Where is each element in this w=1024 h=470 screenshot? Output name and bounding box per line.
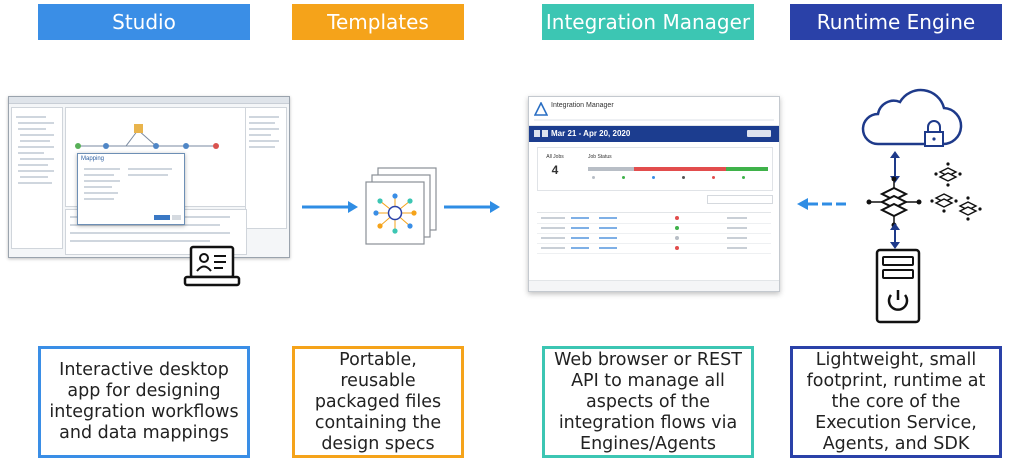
- studio-header: Studio: [38, 4, 250, 40]
- network-nodes-icon: [866, 162, 982, 228]
- integration-manager-description: Web browser or REST API to manage all as…: [542, 346, 754, 458]
- im-job-summary-card: All Jobs 4 Job Status: [537, 147, 773, 191]
- integration-manager-header: Integration Manager: [542, 4, 754, 40]
- integration-manager-screenshot: Integration Manager Mar 21 - Apr 20, 202…: [528, 96, 780, 292]
- runtime-engine-header: Runtime Engine: [790, 4, 1002, 40]
- studio-description: Interactive desktop app for designing in…: [38, 346, 250, 458]
- dashed-arrow-runtime-to-integration-manager: [797, 198, 846, 210]
- arrow-templates-to-integration-manager: [444, 201, 500, 213]
- im-all-jobs: All Jobs 4: [546, 154, 564, 177]
- stacked-template-pages-icon: [365, 167, 437, 245]
- templates-header: Templates: [292, 4, 464, 40]
- templates-description: Portable, reusable packaged files contai…: [292, 346, 464, 458]
- studio-screenshot: Mapping: [8, 96, 290, 258]
- laptop-user-icon: [183, 245, 241, 287]
- im-date-range: Mar 21 - Apr 20, 2020: [551, 129, 631, 138]
- im-app-title: Integration Manager: [551, 102, 614, 109]
- cloud-lock-icon: [861, 88, 963, 147]
- runtime-engine-description: Lightweight, small footprint, runtime at…: [790, 346, 1002, 458]
- network-to-server-arrow: [890, 223, 900, 249]
- arrow-studio-to-templates: [302, 201, 358, 213]
- server-power-icon: [875, 248, 921, 324]
- im-job-status-label: Job Status: [588, 154, 612, 160]
